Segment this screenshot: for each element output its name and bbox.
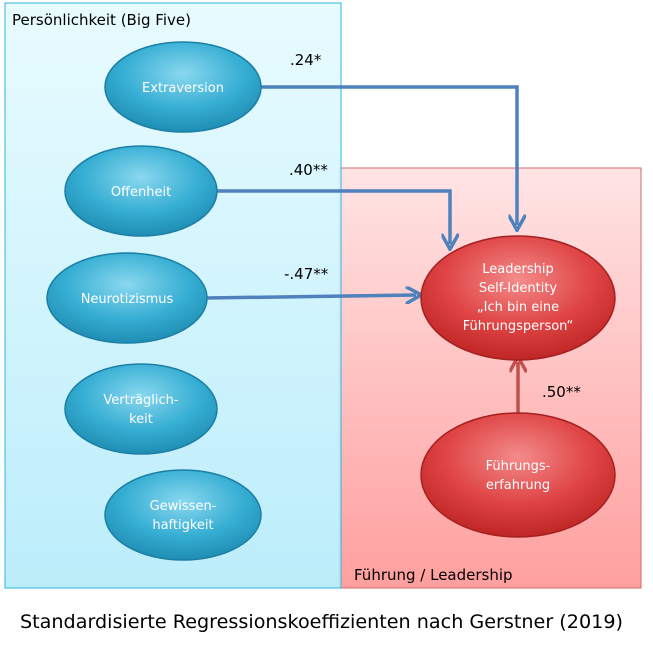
arrow-neurotizismus-to-identity: [205, 295, 416, 298]
node-vertraeglichkeit: Verträglich- keit: [64, 363, 218, 455]
node-neurotizismus-label: Neurotizismus: [81, 292, 174, 307]
arrow-offenheit-to-identity: [205, 189, 450, 244]
leadership-group-title: Führung / Leadership: [354, 566, 513, 584]
node-vertraeglichkeit-label-line1: Verträglich-: [103, 393, 178, 408]
node-gewissenhaftigkeit-label-line1: Gewissen-: [150, 499, 217, 514]
node-vertraeglichkeit-label-line2: keit: [129, 412, 153, 427]
node-gewissenhaftigkeit: Gewissen- haftigkeit: [104, 469, 262, 561]
coefficient-fuehrungserfahrung: .50**: [542, 383, 581, 401]
node-fuehrungserfahrung-label-line1: Führungs-: [486, 459, 551, 474]
node-leadership-label-line1: Leadership: [482, 262, 553, 277]
node-extraversion: Extraversion: [104, 41, 262, 133]
coefficient-offenheit: .40**: [289, 161, 328, 179]
node-fuehrungserfahrung: Führungs- erfahrung: [420, 412, 616, 538]
node-fuehrungserfahrung-label-line2: erfahrung: [486, 478, 550, 493]
figure-caption: Standardisierte Regressionskoeffizienten…: [20, 611, 623, 633]
node-leadership-self-identity: Leadership Self-Identity „Ich bin eine F…: [420, 235, 616, 361]
personality-group-title: Persönlichkeit (Big Five): [12, 11, 191, 29]
node-leadership-label-line2: Self-Identity: [479, 281, 558, 296]
node-offenheit: Offenheit: [64, 145, 218, 237]
coefficient-neurotizismus: -.47**: [284, 265, 329, 283]
node-neurotizismus: Neurotizismus: [46, 252, 208, 344]
node-extraversion-label: Extraversion: [142, 81, 224, 96]
coefficient-extraversion: .24*: [290, 51, 322, 69]
node-gewissenhaftigkeit-label-line2: haftigkeit: [152, 518, 213, 533]
arrow-extraversion-to-identity: [252, 85, 517, 225]
node-offenheit-label: Offenheit: [111, 185, 171, 200]
node-leadership-label-line3: „Ich bin eine: [477, 300, 559, 315]
node-leadership-label-line4: Führungsperson“: [463, 319, 573, 334]
